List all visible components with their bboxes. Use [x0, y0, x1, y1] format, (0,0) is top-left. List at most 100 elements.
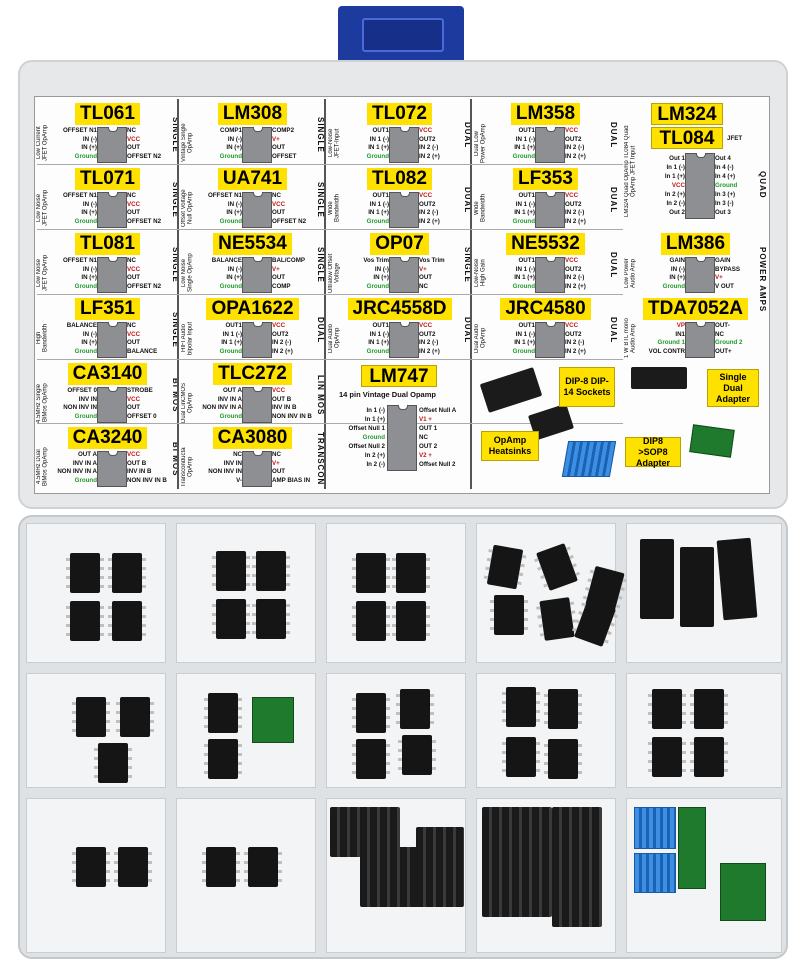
dip-chip — [244, 847, 282, 887]
dip-chip — [690, 737, 728, 777]
sop8-adapter-illustration — [689, 424, 735, 458]
chip-description: Dual LinCMOS OpAmp — [181, 383, 194, 423]
dip-chip — [648, 737, 686, 777]
pin-right: In 4 (+) — [715, 173, 736, 180]
pin-right: IN 2 (-) — [419, 339, 439, 346]
pin-left: IN 1 (+) — [514, 339, 535, 346]
chip-diagram — [242, 127, 272, 163]
pin-left: Ground — [662, 282, 685, 290]
pin-right: VCC — [272, 387, 286, 394]
chip-name: JRC4580 — [500, 298, 591, 320]
pin-left: Ground 1 — [657, 339, 686, 346]
chip-name-wrap: JRC4580 — [473, 298, 618, 320]
pin-left: Ground — [366, 347, 389, 355]
pin-left: GAIN — [669, 257, 685, 264]
pin-left: IN 1 (+) — [514, 209, 535, 216]
pin-left: OUT A — [222, 387, 242, 394]
dip-chip — [108, 553, 146, 593]
chip-name: TLC272 — [213, 363, 292, 385]
pin-right: OUT B — [272, 395, 292, 403]
pin-left: NON INV IN — [63, 404, 97, 411]
pin-left: OUT1 — [518, 192, 535, 199]
row-divider — [37, 294, 623, 295]
pin-right: NC — [715, 330, 724, 338]
pin-right: OUT — [272, 144, 286, 151]
chip-type-tag: DUAL — [609, 186, 618, 214]
pin-right: OUT — [127, 339, 141, 346]
chip-name: CA3140 — [67, 363, 148, 385]
chip-type-tag: DUAL — [609, 251, 618, 279]
ic-socket — [482, 807, 552, 917]
pin-left: Ground — [512, 217, 535, 225]
pin-right: OUT — [419, 274, 433, 281]
pin-right: OUT — [272, 209, 286, 216]
chip-diagram — [535, 322, 565, 358]
ic-socket — [552, 807, 602, 927]
chip-type-tag: SINGLE — [316, 117, 325, 153]
pin-left: Ground — [74, 217, 97, 225]
chip-diagram — [97, 192, 127, 228]
chip-name-wrap: OP07 — [327, 233, 472, 255]
chip-name-wrap: NE5534 — [180, 233, 325, 255]
pin-left: Ground — [219, 282, 242, 290]
pin-left: Ground — [366, 152, 389, 160]
pin-right: OUT- — [715, 322, 730, 329]
pin-left: IN (+) — [81, 209, 97, 216]
dip-chip — [204, 693, 242, 733]
chip-name-wrap: LM308 — [180, 103, 325, 125]
chip-name: LF351 — [75, 298, 140, 320]
pin-left: Ground — [366, 217, 389, 225]
pin-left: IN 1 (-) — [515, 200, 535, 208]
dip-chip — [392, 553, 430, 593]
label-sockets: DIP-8 DIP-14 Sockets — [559, 367, 615, 407]
pin-right: V+ — [715, 274, 723, 281]
dip-chip — [114, 847, 152, 887]
pin-left: Offset Null 1 — [348, 425, 385, 432]
dip-chip — [204, 739, 242, 779]
pin-left: IN (+) — [373, 274, 389, 281]
dip-chip — [716, 537, 758, 621]
pin-right: BAL/COMP — [272, 257, 305, 264]
pin-left: Vos Trim — [363, 257, 389, 264]
chip-description: HIFI Audio bipolar Input Dual OpAmp — [181, 321, 194, 355]
pin-right: IN 2 (-) — [565, 209, 585, 216]
chip-type-tag: LIN MOS — [316, 374, 325, 416]
pin-left: IN 1 (+) — [514, 274, 535, 281]
heatsink-illustration — [561, 441, 617, 477]
pin-left: IN (-) — [227, 200, 242, 208]
chip-name-wrap: JRC4558D — [327, 298, 472, 320]
chip-description: Dual Low Power OpAmp — [474, 123, 487, 163]
pin-right: IN 2 (-) — [272, 339, 292, 346]
chip-name: OPA1622 — [206, 298, 299, 320]
pin-left: Ground — [362, 434, 385, 441]
chip-type-tag: DUAL — [316, 316, 325, 344]
pin-right: Out 4 — [715, 155, 731, 162]
pin-right: OFFSET 0 — [127, 412, 157, 420]
chip-name: OP07 — [370, 233, 429, 255]
chip-diagram — [389, 127, 419, 163]
chip-description: Low-Noise High Gain — [474, 258, 487, 288]
pin-left: IN 1 (-) — [369, 330, 389, 338]
pin-right: OFFSET N2 — [127, 282, 162, 290]
chip-diagram — [389, 192, 419, 228]
pin-left: IN 1 (+) — [368, 209, 389, 216]
chip-type-tag: DUAL — [463, 186, 472, 214]
chip-name-wrap: LF351 — [35, 298, 180, 320]
chip-name-wrap: TL061 — [35, 103, 180, 125]
pin-right: OUT2 — [565, 200, 582, 208]
ic-socket — [360, 847, 420, 907]
chip-type-tag: DUAL — [463, 121, 472, 149]
chip-type-tag: DUAL — [463, 316, 472, 344]
pin-left: IN 1 (-) — [515, 330, 535, 338]
pin-right: BYPASS — [715, 265, 740, 273]
chip-name-lm324: LM324 — [651, 103, 723, 125]
chip-description: 4.5MHz Dual BiMos OpAmp — [36, 447, 49, 487]
chip-name-wrap: LM358 — [473, 103, 618, 125]
pin-right: OUT+ — [715, 347, 732, 355]
